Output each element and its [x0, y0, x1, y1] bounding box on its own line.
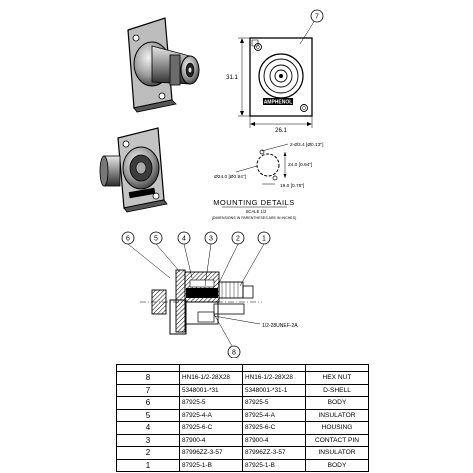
technical-drawing: AMPHENOL 31.1 26.1 7 2-Ø3.4 [Ø0.13 [99, 9, 324, 358]
bom-part-number: 87900-4 [179, 433, 243, 447]
bom-item: 6 [116, 396, 180, 410]
bom-part-number: 5348001-*31 [179, 383, 243, 397]
bom-item: 3 [116, 433, 180, 447]
bom-description: INSULATOR [305, 446, 369, 460]
front-view-width-dim: 26.1 [275, 128, 287, 134]
mounting-hole-dim: 2-Ø3.4 [Ø0.13"] [290, 142, 323, 148]
bom-item: 5 [116, 408, 180, 422]
bom-part-number-alt: 87925-1-B [242, 458, 306, 472]
bom-part-number: 87925-5 [179, 396, 243, 410]
bom-item: 7 [116, 383, 180, 397]
table-row: 5 87925-4-A 87925-4-A INSULATOR [116, 408, 369, 422]
isometric-view-front [99, 127, 168, 213]
bom-part-number-alt: 87925-4-A [242, 408, 306, 422]
section-callout-6: 6 [126, 236, 130, 243]
mounting-details-scale: SCALE 1/2 [246, 209, 267, 214]
isometric-view-side [127, 17, 200, 113]
section-callout-1: 1 [262, 236, 266, 243]
bom-item: 1 [116, 458, 180, 472]
section-callout-5: 5 [154, 236, 158, 243]
bom-part-number: 87925-4-A [179, 408, 243, 422]
section-callout-2: 2 [236, 236, 240, 243]
bom-description: HEX NUT [305, 371, 369, 385]
front-view: AMPHENOL 31.1 26.1 7 [226, 9, 324, 134]
mounting-details-note: (DIMENSIONS IN PARENTHESES ARE IN INCHES… [212, 216, 297, 220]
bom-part-number-alt: HN16-1/2-28X28 [242, 371, 306, 385]
mounting-details-title: MOUNTING DETAILS [213, 198, 295, 207]
bom-item: 2 [116, 446, 180, 460]
bom-item: 4 [116, 421, 180, 435]
section-thread-note: 1/2-28UNEF-2A [262, 323, 298, 329]
table-header-row [116, 364, 369, 372]
bom-part-number-alt: 87900-4 [242, 433, 306, 447]
table-row: 4 87925-6-C 87925-6-C HOUSING [116, 421, 369, 435]
bom-description: CONTACT PIN [305, 433, 369, 447]
mounting-details: 2-Ø3.4 [Ø0.13"] Ø24.0 [Ø0.94"] 24.0 [0.9… [212, 142, 324, 220]
table-row: 8 HN16-1/2-28X28 HN16-1/2-28X28 HEX NUT [116, 371, 369, 385]
bom-part-number: 87925-6-C [179, 421, 243, 435]
bom-part-number: 87996ZZ-3-57 [179, 446, 243, 460]
front-view-height-dim: 31.1 [226, 75, 238, 81]
bom-description: BODY [305, 396, 369, 410]
front-view-callout: 7 [315, 14, 319, 21]
mounting-vertical-dim: 24.0 [0.94"] [288, 162, 312, 168]
bom-part-number-alt: 87925-6-C [242, 421, 306, 435]
section-callout-3: 3 [209, 236, 213, 243]
bom-description: INSULATOR [305, 408, 369, 422]
bom-part-number-alt: 5348001-*31-1 [242, 383, 306, 397]
bom-description: D-SHELL [305, 383, 369, 397]
section-callout-8: 8 [232, 350, 236, 357]
table-row: 7 5348001-*31 5348001-*31-1 D-SHELL [116, 383, 369, 397]
front-view-brand-label: AMPHENOL [264, 100, 293, 106]
mounting-bore-dim: Ø24.0 [Ø0.94"] [214, 174, 246, 180]
bom-part-number-alt: 87996ZZ-3-57 [242, 446, 306, 460]
table-row: 2 87996ZZ-3-57 87996ZZ-3-57 INSULATOR [116, 446, 369, 460]
bill-of-materials-table: 8 HN16-1/2-28X28 HN16-1/2-28X28 HEX NUT … [116, 364, 369, 472]
bom-description: BODY [305, 458, 369, 472]
section-view: 1/2-28UNEF-2A 6 5 4 3 2 1 8 [121, 231, 298, 358]
bom-item: 8 [116, 371, 180, 385]
table-row: 6 87925-5 87925-5 BODY [116, 396, 369, 410]
bom-part-number-alt: 87925-5 [242, 396, 306, 410]
table-row: 1 87925-1-B 87925-1-B BODY [116, 458, 369, 472]
bom-part-number: HN16-1/2-28X28 [179, 371, 243, 385]
bom-part-number: 87925-1-B [179, 458, 243, 472]
bom-description: HOUSING [305, 421, 369, 435]
section-callout-4: 4 [182, 236, 186, 243]
mounting-horizontal-dim: 19.0 [0.75"] [280, 183, 304, 189]
table-row: 3 87900-4 87900-4 CONTACT PIN [116, 433, 369, 447]
